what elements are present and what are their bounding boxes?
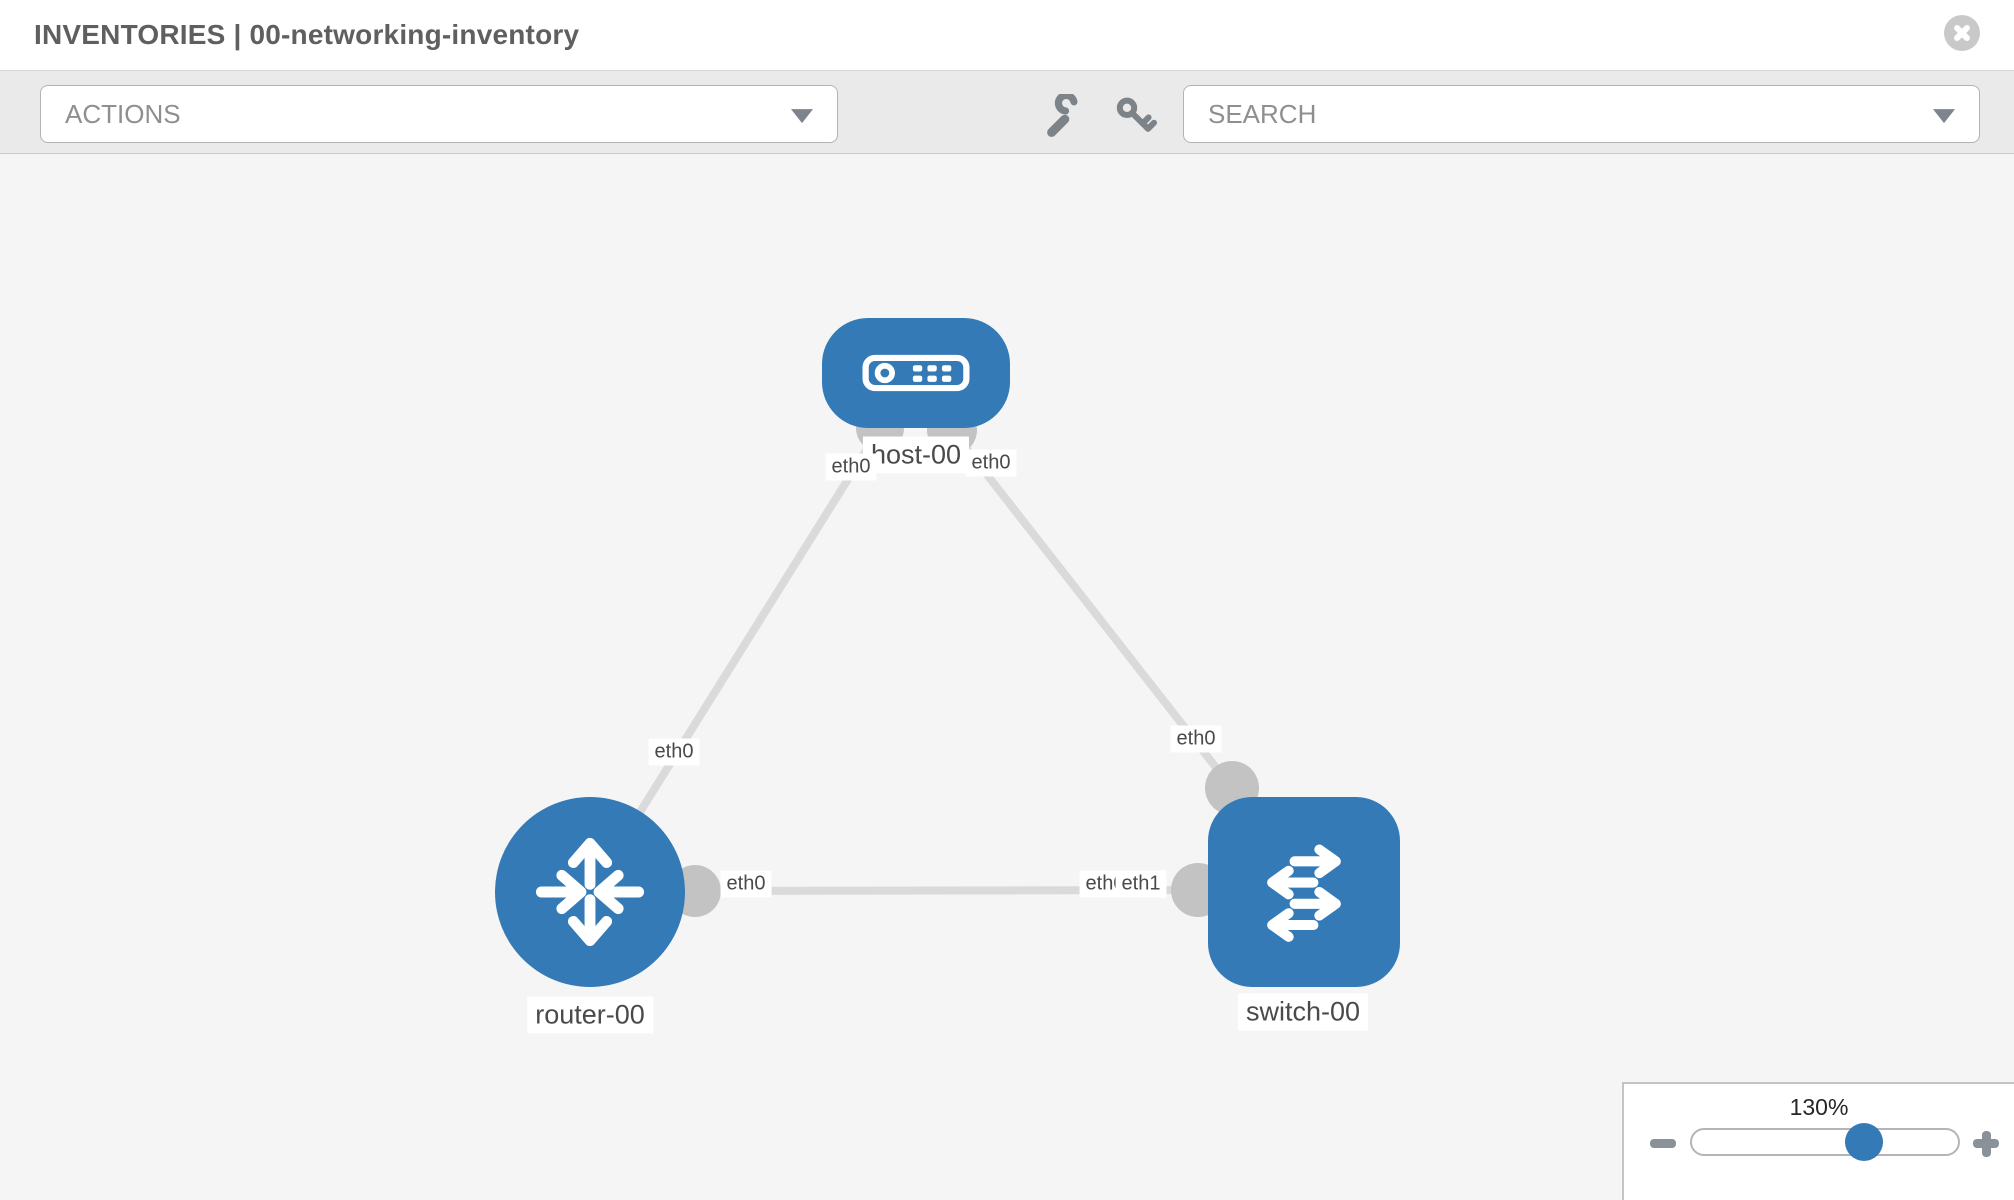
close-button[interactable]: [1944, 15, 1980, 51]
iface-label-host-eth0-left: eth0: [825, 453, 877, 481]
zoom-in-button[interactable]: [1969, 1127, 2009, 1159]
iface-label-switch-top-eth0: eth0: [1170, 725, 1222, 753]
zoom-out-button[interactable]: [1644, 1127, 1684, 1159]
minus-icon: [1650, 1139, 1676, 1148]
key-icon: [1116, 97, 1157, 132]
zoom-slider-thumb[interactable]: [1845, 1123, 1883, 1161]
header: INVENTORIES | 00-networking-inventory: [0, 0, 2014, 70]
caret-down-icon: [1933, 109, 1955, 124]
caret-down-icon: [791, 109, 813, 124]
topology-links-layer: [586, 404, 1259, 917]
node-label-router-00: router-00: [527, 996, 653, 1034]
zoom-level-label: 130%: [1789, 1094, 1849, 1120]
node-host-00[interactable]: [822, 318, 1010, 428]
server-icon: [862, 354, 970, 392]
configure-button[interactable]: [1039, 91, 1093, 145]
toolbar: ACTIONS SEARCH: [0, 70, 2014, 154]
search-dropdown-label: SEARCH: [1208, 98, 1317, 129]
iface-label-link-eth0: eth0: [648, 738, 700, 766]
node-switch-00[interactable]: [1208, 797, 1400, 987]
zoom-slider-track[interactable]: [1690, 1128, 1960, 1156]
search-dropdown[interactable]: SEARCH: [1183, 85, 1980, 143]
node-label-switch-00: switch-00: [1237, 993, 1369, 1031]
iface-label-host-eth0-right: eth0: [965, 449, 1017, 477]
node-label-host-00: host-00: [862, 436, 970, 474]
router-arrows-icon: [535, 837, 645, 947]
wrench-icon: [1047, 94, 1078, 137]
switch-arrows-icon: [1267, 844, 1341, 942]
iface-label-switch-eth1: eth1: [1115, 870, 1167, 898]
zoom-panel: 130%: [1622, 1082, 2014, 1200]
credentials-button[interactable]: [1109, 91, 1163, 145]
actions-dropdown[interactable]: ACTIONS: [40, 85, 838, 143]
plus-icon: [1981, 1130, 1991, 1157]
actions-dropdown-label: ACTIONS: [65, 98, 181, 129]
page-title: INVENTORIES | 00-networking-inventory: [34, 19, 580, 50]
iface-label-router-eth0: eth0: [720, 870, 772, 898]
node-router-00[interactable]: [495, 797, 685, 987]
topology-canvas[interactable]: host-00 router-00 switch-00 eth0 eth0 et…: [0, 154, 2014, 1200]
